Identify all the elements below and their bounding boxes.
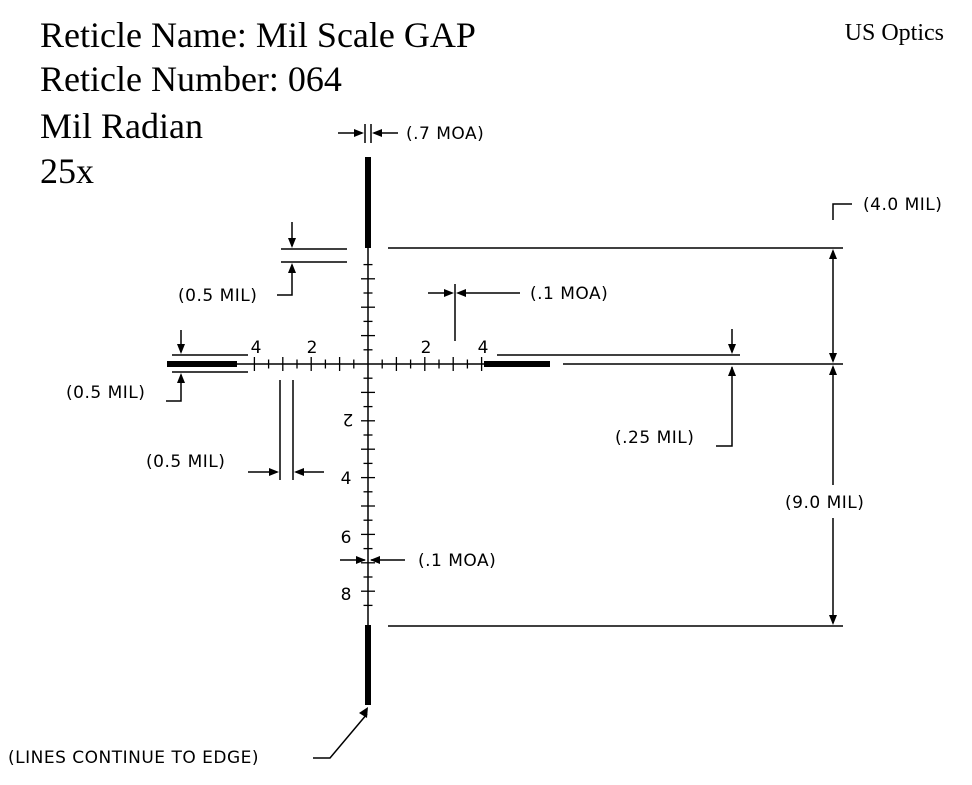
unit-title: Mil Radian (40, 106, 203, 146)
arrow-right-offset-down (728, 344, 736, 354)
dimension-lines (166, 124, 852, 759)
scale-label-down-6: 6 (341, 528, 352, 548)
arrow-hash-width-right (456, 289, 466, 297)
top-gap-leader (832, 203, 852, 220)
arrow-post-width-right (372, 129, 382, 137)
arrow-line-width-right (356, 556, 366, 564)
bottom-post (365, 625, 371, 705)
continue-leader (313, 713, 368, 759)
reticle-name-title: Reticle Name: Mil Scale GAP (40, 15, 476, 55)
arrow-line-width-left (370, 556, 380, 564)
magnification-title: 25x (40, 151, 94, 191)
arrow-tick-spacing-down (288, 238, 296, 248)
arrow-bottom-gap-down (829, 615, 837, 625)
scale-label-down-4: 4 (341, 469, 352, 489)
arrow-h-spacing-right (269, 468, 279, 476)
label-left-post-thickness: (0.5 MIL) (66, 383, 145, 403)
scale-label-right-2: 2 (421, 338, 432, 358)
arrow-bottom-gap-up (829, 365, 837, 375)
tick-spacing-leader (277, 265, 293, 296)
arrow-top-gap-up (829, 249, 837, 259)
mil-tick-marks (253, 263, 483, 607)
scale-numbers: 4 2 2 4 2 4 6 8 (251, 338, 489, 605)
label-post-width: (.7 MOA) (406, 124, 484, 144)
arrow-left-thickness-up (177, 373, 185, 383)
scale-label-down-2: 2 (343, 409, 354, 429)
label-hash-width: (.1 MOA) (530, 284, 608, 304)
label-horizontal-tick-spacing: (0.5 MIL) (146, 452, 225, 472)
brand-label: US Optics (845, 20, 944, 46)
arrowheads (177, 129, 837, 718)
reticle-number-title: Reticle Number: 064 (40, 59, 342, 99)
label-vertical-tick-spacing: (0.5 MIL) (178, 286, 257, 306)
arrow-top-gap-down (829, 353, 837, 363)
arrow-h-spacing-left (294, 468, 304, 476)
label-right-post-offset: (.25 MIL) (615, 428, 694, 448)
label-top-post-gap: (4.0 MIL) (863, 195, 942, 215)
dimension-labels: (.7 MOA) (4.0 MIL) (0.5 MIL) (.1 MOA) (0… (8, 124, 942, 768)
top-post (365, 157, 371, 248)
thick-posts (167, 157, 550, 705)
right-offset-leader (716, 367, 733, 447)
label-continue-note: (LINES CONTINUE TO EDGE) (8, 748, 259, 768)
scale-label-right-4: 4 (478, 338, 489, 358)
scale-label-left-4: 4 (251, 338, 262, 358)
right-post (484, 361, 550, 367)
left-post (167, 361, 237, 367)
scale-label-down-8: 8 (341, 585, 352, 605)
label-vertical-line-width: (.1 MOA) (418, 551, 496, 571)
label-bottom-post-gap: (9.0 MIL) (785, 493, 864, 513)
arrow-post-width-left (354, 129, 364, 137)
arrow-hash-width-left (444, 289, 454, 297)
left-thickness-leader (166, 375, 182, 402)
arrow-continue-up (359, 707, 368, 718)
arrow-tick-spacing-up (288, 263, 296, 273)
scale-label-left-2: 2 (307, 338, 318, 358)
arrow-right-offset-up (728, 366, 736, 376)
arrow-left-thickness-down (177, 344, 185, 354)
